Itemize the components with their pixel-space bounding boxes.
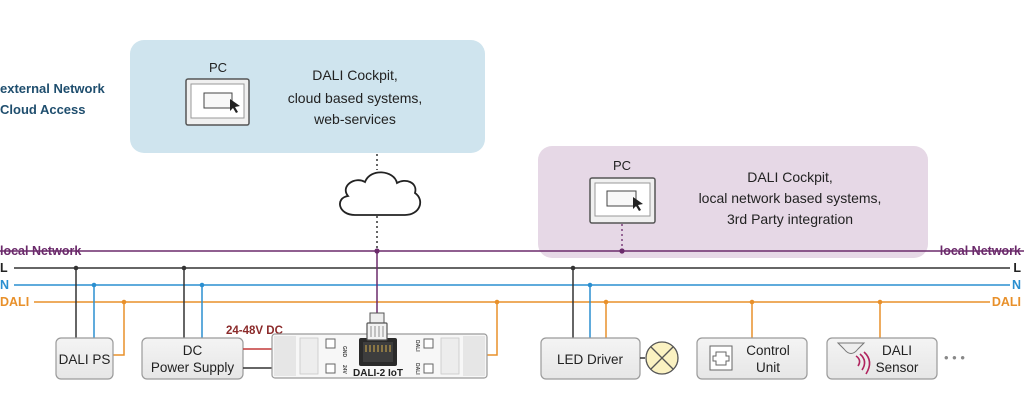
n-label-right: N	[1012, 278, 1021, 292]
cloud-icon	[339, 171, 422, 216]
external-network-label: external Network	[0, 81, 106, 96]
cloud-desc-line1: DALI Cockpit,	[312, 67, 398, 83]
control-unit-label-line1: Control	[746, 343, 790, 358]
local-network-box	[538, 146, 928, 258]
local-desc-line2: local network based systems,	[699, 190, 882, 206]
dali-ps-label: DALI PS	[59, 352, 111, 367]
iot-label: DALI-2 IoT	[353, 368, 403, 379]
dali-label-left: DALI	[0, 295, 29, 309]
dali-ps-box	[55, 337, 114, 380]
pc-label-cloud: PC	[209, 60, 227, 75]
dc-ps-label-line1: DC	[183, 343, 203, 358]
l-label-right: L	[1013, 261, 1021, 275]
cloud-desc-line2: cloud based systems,	[288, 90, 423, 106]
local-network-label-left: local Network	[0, 244, 81, 258]
pc-monitor-icon	[185, 78, 250, 126]
sensor-label-line1: DALI	[882, 343, 912, 358]
l-label-left: L	[0, 261, 8, 275]
more-devices-ellipsis: • • •	[944, 350, 965, 365]
n-label-left: N	[0, 278, 9, 292]
control-unit-label-line2: Unit	[756, 360, 780, 375]
dc-ps-label-line2: Power Supply	[151, 360, 235, 375]
lamp-icon	[645, 341, 679, 375]
iot-pin-dali-1: DALI	[414, 340, 420, 352]
pc-monitor-icon	[589, 177, 656, 224]
iot-pin-24v: 24V	[341, 365, 347, 375]
drop-wires	[75, 251, 881, 356]
led-driver-label: LED Driver	[557, 352, 624, 367]
ethernet-plug-icon	[366, 312, 388, 341]
local-network-label-right: local Network	[940, 244, 1021, 258]
iot-pin-dali-2: DALI	[414, 363, 420, 375]
control-unit-icon	[709, 345, 733, 371]
cloud-desc-line3: web-services	[313, 111, 396, 127]
pc-label-local: PC	[613, 158, 631, 173]
dc-power-supply-box	[141, 337, 244, 380]
dali-label-right: DALI	[992, 295, 1021, 309]
sensor-icon	[836, 342, 871, 375]
sensor-label-line2: Sensor	[876, 360, 919, 375]
voltage-label: 24-48V DC	[226, 325, 283, 337]
cloud-access-label: Cloud Access	[0, 102, 86, 117]
local-desc-line1: DALI Cockpit,	[747, 169, 833, 185]
local-desc-line3: 3rd Party integration	[727, 211, 853, 227]
iot-pin-gnd: GND	[341, 346, 347, 358]
